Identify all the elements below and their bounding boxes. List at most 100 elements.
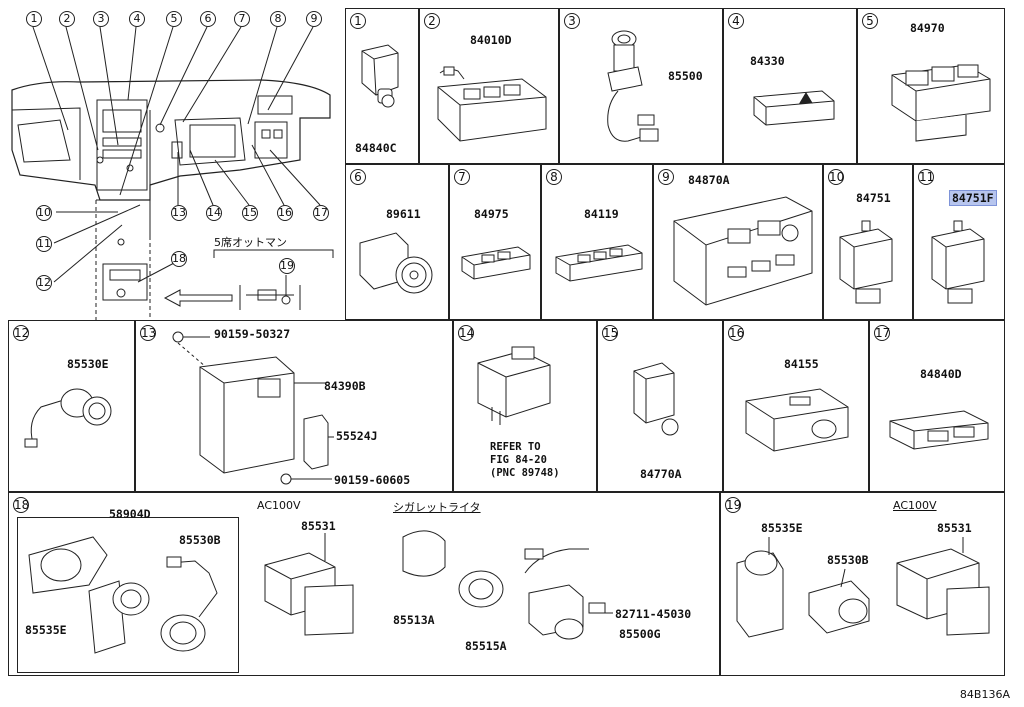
cell-number: 5 xyxy=(862,13,878,29)
cell-number: 8 xyxy=(546,169,562,185)
control-panel-drawing xyxy=(666,193,818,313)
part-number-84870A: 84870A xyxy=(688,173,730,187)
part-number-85515A: 85515A xyxy=(465,639,507,653)
overview-callout-2: 2 xyxy=(59,11,75,27)
overview-callout-15: 15 xyxy=(242,205,258,221)
part-number-85535E: 85535E xyxy=(761,521,803,535)
overview-callout-13: 13 xyxy=(171,205,187,221)
cell-number: 14 xyxy=(458,325,475,341)
overview-callout-17: 17 xyxy=(313,205,329,221)
cell-12: 12 85530E xyxy=(8,320,135,492)
cell-14: 14 REFER TO FIG 84-20 (PNC 89748) xyxy=(453,320,597,492)
switch-drawing xyxy=(358,43,404,113)
socket-drawing xyxy=(721,493,1006,677)
sub-assembly-box xyxy=(17,517,239,673)
part-number-84390B: 84390B xyxy=(324,379,366,393)
overview-callout-9: 9 xyxy=(306,11,322,27)
overview-callout-3: 3 xyxy=(93,11,109,27)
part-number-84970: 84970 xyxy=(910,21,945,35)
cell-10: 10 84751 xyxy=(823,164,913,320)
switch-drawing xyxy=(740,383,856,463)
overview-callout-7: 7 xyxy=(234,11,250,27)
part-number-84840D: 84840D xyxy=(920,367,962,381)
part-number-58904D: 58904D xyxy=(109,507,151,521)
switch-drawing xyxy=(458,243,534,283)
socket-assembly-drawing xyxy=(9,493,721,677)
overview-callout-12: 12 xyxy=(36,275,52,291)
panel-assembly-drawing xyxy=(166,327,336,487)
cell-number: 7 xyxy=(454,169,470,185)
part-number-90159-60605: 90159-60605 xyxy=(334,473,411,487)
relay-drawing xyxy=(472,343,562,429)
cell-13: 13 90159-50327 84390B 55524J 90159-60605 xyxy=(135,320,453,492)
ac100v-label: AC100V xyxy=(257,499,301,512)
cell-number: 2 xyxy=(424,13,440,29)
part-number-90159-50327: 90159-50327 xyxy=(214,327,291,341)
cell-number: 17 xyxy=(874,325,891,341)
overview-callout-6: 6 xyxy=(200,11,216,27)
part-number-85513A: 85513A xyxy=(393,613,435,627)
cigarette-socket-drawing xyxy=(588,25,668,155)
cell-number: 19 xyxy=(725,497,742,513)
seat-switch-drawing xyxy=(886,55,996,155)
overview-callout-10: 10 xyxy=(36,205,52,221)
cell-number: 10 xyxy=(828,169,845,185)
ac100v-label: AC100V xyxy=(893,499,937,512)
cell-19: 19 85535E 85530B AC100V 85531 xyxy=(720,492,1005,676)
cell-number: 1 xyxy=(350,13,366,29)
cell-2: 2 84010D xyxy=(419,8,559,164)
cell-number: 11 xyxy=(918,169,935,185)
switch-drawing xyxy=(926,219,990,311)
cell-8: 8 84119 xyxy=(541,164,653,320)
cell-1: 1 84840C xyxy=(345,8,419,164)
window-switch-drawing xyxy=(430,49,550,149)
part-number-85531: 85531 xyxy=(301,519,336,533)
overview-callout-14: 14 xyxy=(206,205,222,221)
diagram-code: 84B136A xyxy=(959,688,1010,701)
cell-number: 6 xyxy=(350,169,366,185)
part-number-85535E: 85535E xyxy=(25,623,67,637)
switch-drawing xyxy=(630,361,690,441)
overview-callout-1: 1 xyxy=(26,11,42,27)
part-number-84119: 84119 xyxy=(584,207,619,221)
dashboard-overview-drawing xyxy=(0,0,345,320)
part-number-85530B: 85530B xyxy=(179,533,221,547)
cell-number: 16 xyxy=(728,325,745,341)
cell-18: 18 58904D 85530B 85535E AC100V 85531 シガレ… xyxy=(8,492,720,676)
cell-17: 17 84840D xyxy=(869,320,1005,492)
overview-callout-19: 19 xyxy=(279,258,295,274)
reference-note: REFER TO FIG 84-20 (PNC 89748) xyxy=(490,441,560,479)
cell-number: 12 xyxy=(13,325,30,341)
switch-drawing xyxy=(834,219,898,311)
switch-drawing xyxy=(884,405,994,455)
cell-number: 18 xyxy=(13,497,30,513)
socket-drawing xyxy=(17,381,127,461)
part-number-85531: 85531 xyxy=(937,521,972,535)
part-number-84330: 84330 xyxy=(750,54,785,68)
cell-number: 4 xyxy=(728,13,744,29)
part-number-84155: 84155 xyxy=(784,357,819,371)
part-number-84770A: 84770A xyxy=(640,467,682,481)
part-number-85500: 85500 xyxy=(668,69,703,83)
cigarette-lighter-label: シガレットライタ xyxy=(393,501,481,514)
part-number-84840C: 84840C xyxy=(355,141,397,155)
part-number-85500G: 85500G xyxy=(619,627,661,641)
cell-number: 3 xyxy=(564,13,580,29)
overview-callout-4: 4 xyxy=(129,11,145,27)
ottoman-label: 5席オットマン xyxy=(214,236,287,249)
part-number-84010D: 84010D xyxy=(470,33,512,47)
cell-4: 4 84330 xyxy=(723,8,857,164)
cell-15: 15 84770A xyxy=(597,320,723,492)
cell-number: 13 xyxy=(140,325,157,341)
overview-callout-11: 11 xyxy=(36,236,52,252)
cell-11: 11 84751F xyxy=(913,164,1005,320)
part-number-84751F-highlighted[interactable]: 84751F xyxy=(949,190,997,206)
cell-number: 15 xyxy=(602,325,619,341)
part-number-55524J: 55524J xyxy=(336,429,378,443)
overview-callout-16: 16 xyxy=(277,205,293,221)
part-number-85530E: 85530E xyxy=(67,357,109,371)
cell-7: 7 84975 xyxy=(449,164,541,320)
overview-callout-18: 18 xyxy=(171,251,187,267)
overview-callout-8: 8 xyxy=(270,11,286,27)
